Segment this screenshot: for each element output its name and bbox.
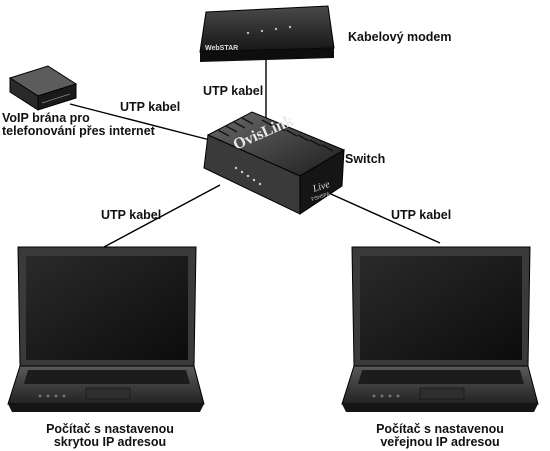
laptop-right-label-line1: Počítač s nastavenou: [350, 422, 530, 436]
network-switch-icon: OvisLink Live FSH5PA: [204, 112, 344, 214]
voip-label-line1: VoIP brána pro: [2, 111, 90, 125]
modem-label: Kabelový modem: [348, 30, 452, 44]
laptop-right-label-line2: veřejnou IP adresou: [350, 435, 530, 449]
edge-label-switch-left: UTP kabel: [101, 208, 161, 222]
laptop-left-icon: [8, 247, 204, 412]
cable-modem-icon: WebSTAR: [200, 6, 334, 62]
laptop-left-label-line1: Počítač s nastavenou: [20, 422, 200, 436]
edge-label-voip-switch: UTP kabel: [120, 100, 180, 114]
laptop-left-label-line2: skrytou IP adresou: [20, 435, 200, 449]
switch-label: Switch: [345, 152, 385, 166]
edge-label-switch-right: UTP kabel: [391, 208, 451, 222]
modem-brand: WebSTAR: [205, 45, 238, 52]
voip-label-line2: telefonování přes internet: [2, 124, 155, 138]
voip-gateway-icon: [10, 66, 76, 110]
laptop-right-icon: [342, 247, 538, 412]
edge-label-modem-switch: UTP kabel: [203, 84, 263, 98]
